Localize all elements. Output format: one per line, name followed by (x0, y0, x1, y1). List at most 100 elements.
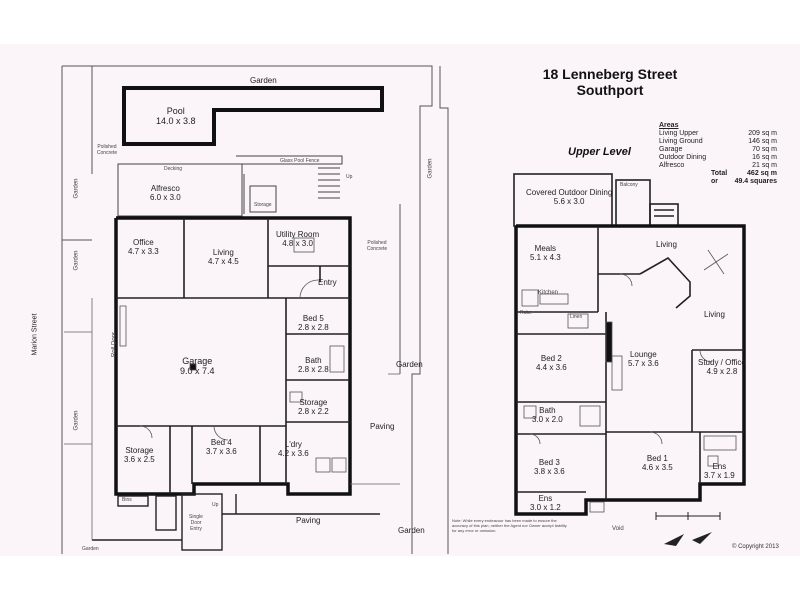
ensuite2-name: Ens (538, 494, 553, 503)
alfresco-size: 6.0 x 3.0 (150, 193, 181, 202)
decking-label: Decking (164, 166, 183, 172)
garden-left-top-label: Garden (73, 178, 80, 199)
scale-bar (655, 512, 721, 520)
entry-label: Entry (318, 278, 337, 287)
garden-bottom-label: Garden (398, 526, 425, 535)
bed1-label: Bed 1 4.6 x 3.5 (642, 454, 673, 472)
pool-outline (122, 86, 384, 146)
areas-squares-value: 49.4 squares (734, 178, 777, 185)
areas-total-label: Total (711, 170, 728, 177)
living-upper-label: Living (656, 240, 677, 249)
laundry-name: L'dry (284, 440, 302, 449)
covered-dining-label: Covered Outdoor Dining 5.6 x 3.0 (526, 188, 612, 206)
utility-room-label: Utility Room 4.8 x 3.0 (276, 230, 319, 248)
living-ground-name: Living (212, 248, 234, 257)
areas-total-value: 462 sq m (747, 170, 777, 177)
garden-top-label: Garden (250, 76, 277, 85)
linen-label: Linen (570, 314, 583, 320)
areas-row: Living Ground 146 sq m (659, 138, 777, 146)
bed2-size: 4.4 x 3.6 (536, 363, 567, 372)
floor-plan-sheet: 18 Lenneberg Street Southport Upper Leve… (0, 44, 800, 556)
living-ground-label: Living 4.7 x 4.5 (208, 248, 239, 266)
areas-row-value: 16 sq m (752, 154, 777, 161)
areas-row-value: 146 sq m (748, 138, 777, 145)
meals-size: 5.1 x 4.3 (530, 253, 561, 262)
ensuite-name: Ens (712, 462, 727, 471)
meals-name: Meals (534, 244, 557, 253)
study-office-size: 4.9 x 2.8 (706, 367, 738, 376)
upper-covered-dining (513, 173, 679, 227)
areas-or-label: or (711, 178, 718, 185)
robe-label: Robe (520, 310, 532, 316)
laundry-label: L'dry 4.2 x 3.6 (278, 440, 309, 458)
garage-size: 9.0 x 7.4 (180, 366, 215, 376)
utility-room-size: 4.8 x 3.0 (282, 239, 313, 248)
bed4-label: Bed 4 3.7 x 3.6 (206, 438, 237, 456)
ground-paving-edges (64, 298, 400, 540)
paving-bottom-label: Paving (296, 516, 321, 525)
study-office-label: Study / Office 4.9 x 2.8 (698, 358, 746, 376)
areas-row-name: Garage (659, 146, 683, 153)
bed5-name: Bed 5 (302, 314, 324, 323)
pool-size: 14.0 x 3.8 (156, 116, 196, 126)
study-office-name: Study / Office (698, 358, 746, 367)
bins-label: Bins (122, 497, 132, 503)
garden-right-top-label: Garden (427, 158, 434, 179)
north-arrow (664, 532, 712, 546)
bath-ground-size: 2.8 x 2.8 (298, 365, 329, 374)
storage2-name: Storage (299, 398, 328, 407)
storage-small-label: Storage (254, 202, 272, 208)
ensuite2-size: 3.0 x 1.2 (530, 503, 561, 512)
up-small-label: Up (212, 502, 219, 508)
bed4-size: 3.7 x 3.6 (206, 447, 237, 456)
garden-left-low-label: Garden (73, 410, 80, 431)
glass-pool-fence-label: Glass Pool Fence (280, 158, 320, 164)
disclaimer-note: Note: While every endeavour has been mad… (452, 518, 567, 533)
areas-total-row: Total 462 sq m (659, 170, 777, 178)
living-upper2-label: Living (704, 310, 725, 319)
areas-row-value: 70 sq m (752, 146, 777, 153)
areas-row-name: Living Ground (659, 138, 703, 145)
alfresco-name: Alfresco (150, 184, 180, 193)
garage-label: Garage 9.0 x 7.4 (180, 356, 215, 376)
copyright-label: © Copyright 2013 (732, 544, 779, 550)
office-name: Office (132, 238, 154, 247)
bath-ground-label: Bath 2.8 x 2.8 (298, 356, 329, 374)
address-line-2: Southport (576, 82, 644, 98)
alfresco-label: Alfresco 6.0 x 3.0 (150, 184, 181, 202)
areas-row: Garage 70 sq m (659, 146, 777, 154)
areas-squares-row: or 49.4 squares (659, 178, 777, 186)
upper-fixtures (521, 249, 737, 513)
paving-label: Paving (370, 422, 395, 431)
bath-ground-name: Bath (305, 356, 322, 365)
alfresco-area (117, 155, 343, 217)
meals-label: Meals 5.1 x 4.3 (530, 244, 561, 262)
bed2-label: Bed 2 4.4 x 3.6 (536, 354, 567, 372)
bath-upper-label: Bath 3.0 x 2.0 (532, 406, 563, 424)
covered-dining-name: Covered Outdoor Dining (526, 188, 613, 197)
areas-row-value: 21 sq m (752, 162, 777, 169)
marion-street-label: Marion Street (31, 313, 39, 356)
bath-upper-size: 3.0 x 2.0 (532, 415, 563, 424)
ensuite-size: 3.7 x 1.9 (704, 471, 735, 480)
address-line-1: 18 Lenneberg Street (542, 66, 678, 82)
lounge-label: Lounge 5.7 x 3.6 (628, 350, 659, 368)
property-title: 18 Lenneberg Street Southport (500, 66, 720, 98)
ground-exterior-walls (114, 216, 352, 496)
utility-room-name: Utility Room (276, 230, 320, 239)
bed5-size: 2.8 x 2.8 (298, 323, 329, 332)
bed4-name: Bed 4 (210, 438, 232, 447)
polished-concrete-right-label: Polished Concrete (366, 240, 388, 252)
bed3-label: Bed 3 3.8 x 3.6 (534, 458, 565, 476)
pool-label: Pool 14.0 x 3.8 (156, 106, 196, 126)
bed3-size: 3.8 x 3.6 (534, 467, 565, 476)
storage1-name: Storage (125, 446, 154, 455)
garden-bottom-left-label: Garden (82, 546, 99, 552)
laundry-size: 4.2 x 3.6 (278, 449, 309, 458)
storage2-label: Storage 2.8 x 2.2 (298, 398, 329, 416)
level-label: Upper Level (568, 146, 631, 158)
up-label: Up (346, 174, 353, 180)
